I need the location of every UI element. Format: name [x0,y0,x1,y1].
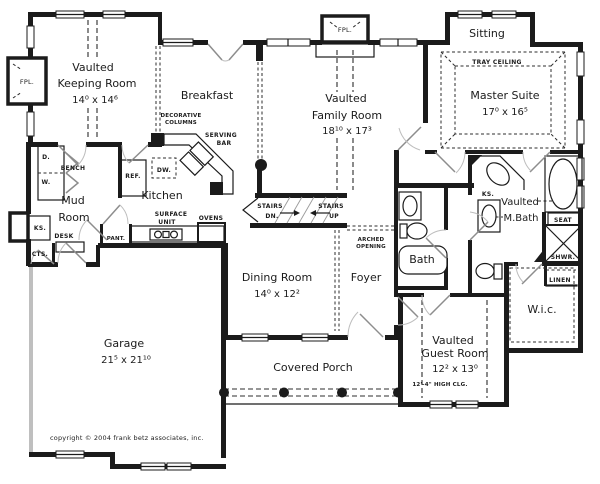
guest-room-label2: Guest Room [421,347,488,360]
arched-opening-label2: OPENING [356,244,386,250]
dining-room-label: Dining Room [242,271,312,284]
dishwasher-label: DW. [157,167,171,174]
cooktop-icon [149,228,183,241]
column-icon [219,387,229,398]
surface-unit-label2: UNIT [158,219,176,226]
ovens-icon [197,222,226,243]
mbath-label: Vaulted [501,197,539,208]
refrigerator-icon [120,159,147,197]
seat-label: SEAT [554,217,572,224]
toilet-icon [493,263,503,280]
bath-toilet-icon [399,223,408,239]
kitchen-sink-icon [27,215,51,241]
stairs-down-label: STAIRS [257,203,283,210]
master-sink-icon [486,162,510,186]
guest-ceiling-label: 12'-4" HIGH CLG. [412,382,467,388]
column-icon [279,387,289,398]
master-sink-label: KS. [482,191,494,198]
dryer-label: D. [42,154,50,161]
column-icon [337,387,347,398]
stairs-up-label: STAIRS [318,203,344,210]
surface-unit-label: SURFACE [155,211,187,218]
coats-label: CTS. [32,251,48,258]
refrigerator-label: REF. [125,173,140,180]
column-icon [393,387,403,398]
shower-label: SHWR. [551,254,575,261]
linen-label: LINEN [549,277,571,284]
fireplace2-label: FPL. [338,26,352,34]
doors [30,43,551,338]
ovens-label: OVENS [199,215,224,222]
fireplace-family [315,14,375,58]
tray-ceiling-label: TRAY CEILING [472,59,522,66]
stairs-up-arrow-icon [310,210,316,216]
stairs-down-arrow-icon [294,210,300,216]
serving-bar-label: SERVING [205,132,237,139]
breakfast-label: Breakfast [181,89,234,102]
washer-label: W. [41,179,50,186]
kitchen-island-sink-icon [179,141,215,177]
family-room-label: Vaulted [325,92,367,105]
column-post [151,133,164,146]
keeping-room-label2: Keeping Room [57,77,136,90]
fireplace-label: FPL. [20,78,34,86]
dining-room-dims: 14⁰ x 12² [254,289,300,300]
mbath-label2: M.Bath [503,213,538,224]
garage-dims: 21⁵ x 21¹⁰ [101,355,151,366]
bench-label: BENCH [61,165,86,172]
stair-arrow-icon [242,197,259,223]
sitting-label: Sitting [469,27,505,40]
keeping-room-label: Vaulted [72,61,114,74]
wic-label: W.i.c. [527,303,556,316]
column-icon [255,159,267,171]
bath-sink-icon [402,195,418,217]
master-bath-fixtures [468,155,583,280]
copyright-text: copyright © 2004 frank betz associates, … [50,434,204,442]
master-tub-icon [544,155,583,213]
master-suite-dims: 17⁰ x 16⁵ [482,107,528,118]
column-post [210,182,223,195]
windows [26,10,585,471]
bath-tub-icon [398,245,448,275]
master-sink2-icon [481,204,497,228]
bath-label: Bath [409,253,435,266]
desk-icon [55,241,85,253]
guest-room-label: Vaulted [432,334,474,347]
guest-room-dims: 12² x 13⁰ [432,364,478,375]
stairs [242,196,339,224]
arched-opening-label: ARCHED [358,237,385,243]
covered-porch-label: Covered Porch [273,361,353,374]
desk-label: DESK [54,233,73,240]
decorative-columns-label: DECORATIVE [161,113,202,119]
kitchen-sink-label: KS. [34,225,46,232]
master-suite-label: Master Suite [470,89,539,102]
family-room-dims: 18¹⁰ x 17³ [322,126,372,137]
mud-room-label: Mud [61,194,84,207]
room-labels: Vaulted Keeping Room 14⁰ x 14⁶ FPL. Brea… [20,26,575,442]
mud-room-label2: Room [58,211,89,224]
porch-columns [219,159,403,398]
kitchen-fixtures [100,133,234,245]
family-room-label2: Family Room [312,109,382,122]
pantry-label: PANT. [107,236,125,242]
serving-bar-label2: BAR [217,140,232,147]
decorative-columns-label2: COLUMNS [165,120,197,126]
stairs-down-label2: DN. [265,213,278,220]
foyer-label: Foyer [351,271,382,284]
shower-icon [544,224,583,263]
ceiling-and-column-dashes [87,20,576,405]
kitchen-label: Kitchen [141,189,182,202]
fireplace-keeping [6,56,48,106]
keeping-room-dims: 14⁰ x 14⁶ [72,95,118,106]
bath-fixtures [398,191,448,275]
garage-label: Garage [104,337,145,350]
stairs-up-label2: UP [329,213,339,220]
